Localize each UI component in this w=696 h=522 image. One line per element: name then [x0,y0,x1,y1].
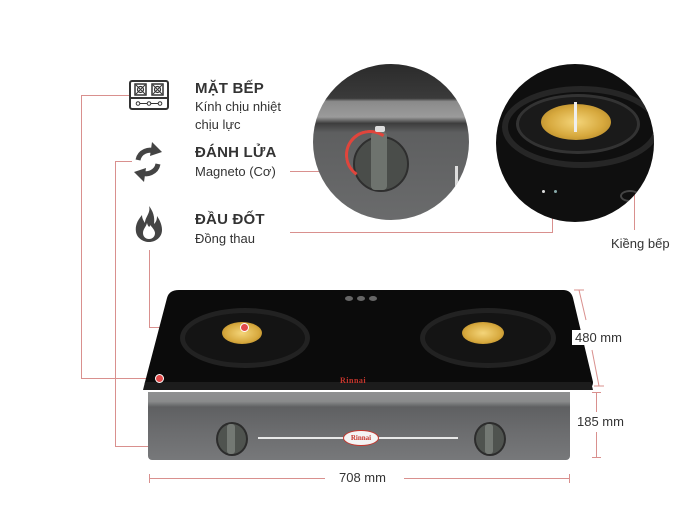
stove-front-panel [148,392,570,460]
depth-dimension-line [570,288,604,390]
height-dimension-line [596,432,597,458]
height-label: 185 mm [574,414,627,429]
brand-badge: Rinnai [343,430,379,446]
feature-title-burner: ĐẦU ĐỐT [195,211,265,228]
connector-line [115,161,132,162]
right-burner [420,308,556,368]
refresh-icon [132,140,164,184]
burner-closeup [496,64,654,222]
width-label: 708 mm [336,470,389,485]
height-dimension-cap [592,392,601,393]
depth-label: 480 mm [572,330,625,345]
brand-badge-label: Rinnai [350,434,372,442]
left-knob[interactable] [216,422,248,456]
width-dimension-cap [569,474,570,483]
width-dimension-line [404,478,570,479]
feature-desc-burner: Đồng thau [195,231,255,246]
connector-line [149,250,150,328]
right-brass-cap [462,322,504,344]
feature-desc-cooktop-line2: chịu lực [195,117,241,132]
connector-line [81,95,82,379]
brand-logo-top: Rinnai [340,376,367,385]
connector-line [81,95,129,96]
indicator-icons [345,296,385,302]
height-dimension-cap [592,457,601,458]
flame-icon [133,205,165,243]
connector-line [115,161,116,447]
feature-title-cooktop: MẶT BẾP [195,80,264,97]
right-knob[interactable] [474,422,506,456]
feature-desc-ignition: Magneto (Cơ) [195,164,276,179]
height-dimension-line [596,392,597,412]
feature-title-ignition: ĐÁNH LỬA [195,144,277,161]
width-dimension-line [149,478,325,479]
ignition-knob-closeup [313,64,469,220]
connector-line [290,232,553,233]
connector-line [81,378,155,379]
callout-pan-support: Kiềng bếp [611,236,670,251]
marker-burner [240,323,249,332]
cooktop-icon [129,80,169,110]
marker-cooktop [155,374,164,383]
feature-desc-cooktop-line1: Kính chịu nhiệt [195,99,282,114]
width-dimension-cap [149,474,150,483]
left-brass-cap [222,322,262,344]
left-burner [180,308,310,368]
